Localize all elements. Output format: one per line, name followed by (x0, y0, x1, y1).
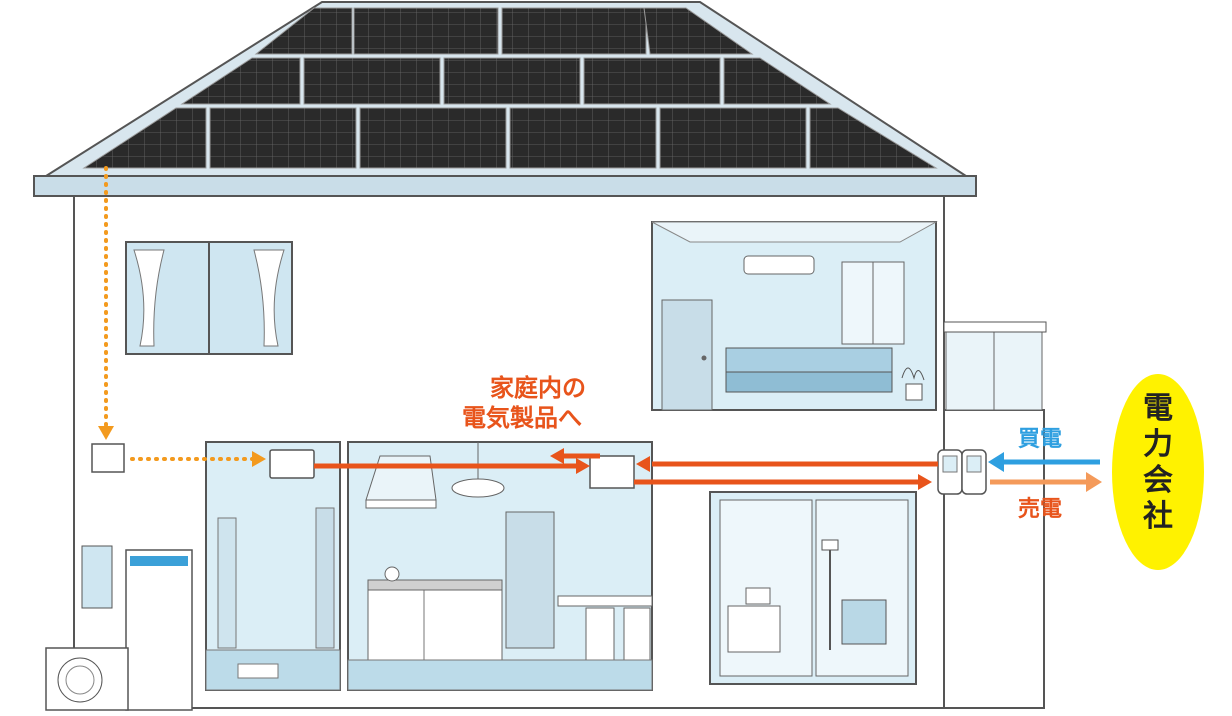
side-window (81, 545, 113, 609)
bathroom (205, 441, 341, 691)
sell-arrow-icon (1086, 472, 1102, 492)
balcony (943, 321, 1047, 411)
upstairs-window (125, 241, 293, 355)
power-conditioner-icon (269, 449, 315, 479)
dc-arrow-right (252, 451, 266, 467)
appliances-label-line1: 家庭内の (490, 374, 586, 402)
roof (33, 0, 977, 197)
power-meter-icon (937, 449, 987, 495)
water-heater-icon (125, 549, 193, 711)
sell-power-label: 売電 (1018, 496, 1062, 522)
power-company-oval (1112, 374, 1204, 570)
living-room (709, 491, 917, 685)
junction-box-icon (91, 443, 125, 473)
roof-eave (33, 175, 977, 197)
solar-panel-array (82, 7, 938, 169)
kitchen-counter-icon (367, 587, 503, 661)
appliances-label-line2: 電気製品へ (462, 404, 582, 432)
kitchen-door (505, 511, 555, 649)
power-company-label: 電力会社 (1143, 391, 1173, 534)
distribution-board-icon (589, 455, 635, 489)
desk-icon (727, 605, 781, 653)
buy-power-label: 買電 (1018, 427, 1062, 452)
bedroom (651, 221, 938, 411)
dc-arrow-down (98, 426, 114, 440)
dc-flow-line (104, 166, 256, 461)
armchair-icon (841, 599, 887, 645)
exterior-equipment (45, 545, 193, 711)
buy-arrow-icon (988, 452, 1004, 472)
air-conditioner-icon (743, 255, 815, 275)
bedroom-door (661, 299, 713, 411)
ac-flow-lines (314, 453, 938, 485)
ceiling-light-icon (451, 478, 505, 498)
